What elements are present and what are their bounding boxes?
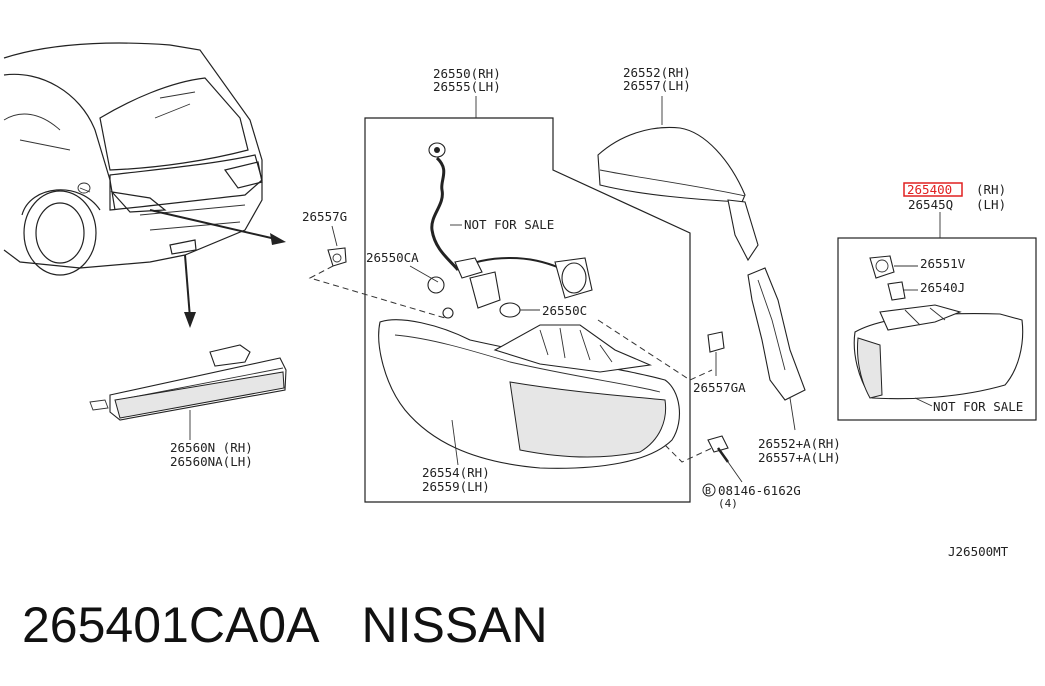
upper-cover-illustration [597, 96, 759, 262]
caption-brand: NISSAN [361, 597, 548, 653]
label-bolt-qty: (4) [718, 497, 738, 510]
label-inner-lamp-lh: 26545Q [908, 197, 953, 212]
inner-lamp-illustration [853, 255, 1024, 407]
label-not-for-sale-1: NOT FOR SALE [464, 217, 554, 232]
label-lamp-lh: 26559(LH) [422, 479, 490, 494]
label-lamp-rh: 26554(RH) [422, 465, 490, 480]
label-not-for-sale-2: NOT FOR SALE [933, 399, 1023, 414]
inner-lamp-frame [837, 237, 1037, 421]
label-lower-cover-rh: 26552+A(RH) [758, 436, 841, 451]
label-highlight-rh: (RH) [976, 182, 1006, 197]
label-bolt-b: B [705, 486, 711, 497]
part-labels: 26550(RH) 26555(LH) 26552(RH) 26557(LH) … [170, 65, 1023, 559]
label-harness-lh: 26555(LH) [433, 79, 501, 94]
label-upper-cover-rh: 26552(RH) [623, 65, 691, 80]
label-clip-26557g: 26557G [302, 209, 347, 224]
label-upper-cover-lh: 26557(LH) [623, 78, 691, 93]
part-caption: 265401CA0A NISSAN [22, 596, 590, 654]
car-rear-illustration [3, 42, 286, 328]
label-reflector-rh: 26560N (RH) [170, 440, 253, 455]
label-drawing-id: J26500MT [948, 544, 1009, 559]
label-highlight-part: 265400 [907, 182, 952, 197]
label-inner-lamp-lh-side: (LH) [976, 197, 1006, 212]
highlight-box [903, 182, 963, 197]
label-harness-rh: 26550(RH) [433, 66, 501, 81]
label-bulb-v: 26551V [920, 256, 966, 271]
label-bulb-j: 26540J [920, 280, 965, 295]
label-reflector-lh: 26560NA(LH) [170, 454, 253, 469]
tail-lamp-illustration [378, 319, 713, 469]
harness-illustration [409, 142, 593, 319]
label-clip-26557ga: 26557GA [693, 380, 746, 395]
label-socket-c: 26550C [542, 303, 587, 318]
clip-26557ga-illustration [707, 331, 725, 376]
lamp-assembly-frame [364, 117, 691, 503]
bolt-illustration [707, 435, 743, 483]
label-socket-a: 26550CA [366, 250, 419, 265]
label-lower-cover-lh: 26557+A(LH) [758, 450, 841, 465]
lower-cover-illustration [747, 267, 806, 431]
label-bolt: 08146-6162G [718, 483, 801, 498]
rear-reflector-illustration [89, 344, 287, 440]
clip-26557g-illustration [308, 225, 446, 319]
bolt-b-circle [702, 483, 716, 497]
caption-part-number: 265401CA0A [22, 597, 320, 653]
